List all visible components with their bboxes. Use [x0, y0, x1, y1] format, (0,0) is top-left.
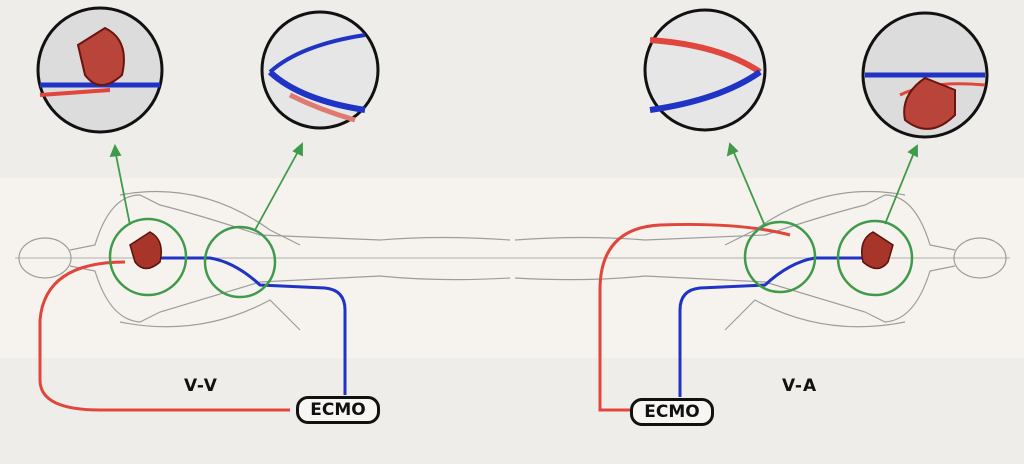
arrow-right-groin [731, 147, 766, 227]
left-ecmo-device: ECMO [296, 396, 380, 424]
inset-right-heart [861, 11, 989, 139]
arrow-left-groin [254, 147, 301, 231]
right-groin-highlight [743, 220, 817, 294]
left-heart-icon [129, 231, 162, 270]
right-drainage-cannula [678, 256, 870, 397]
left-heart-highlight [108, 217, 188, 297]
vv-mode-label: V-V [184, 376, 218, 396]
left-groin-highlight [203, 225, 277, 299]
right-heart-highlight [836, 219, 914, 297]
inset-right-groin [643, 8, 767, 132]
right-heart-icon [861, 231, 894, 270]
right-patient-sketch [514, 190, 1007, 331]
right-return-cannula [598, 222, 791, 412]
left-return-cannula [38, 260, 290, 412]
right-ecmo-device: ECMO [630, 398, 714, 426]
arrow-right-heart [884, 149, 916, 225]
left-drainage-cannula [150, 256, 347, 395]
arrow-left-heart [114, 149, 131, 226]
va-mode-label: V-A [782, 376, 818, 396]
inset-left-groin [260, 10, 380, 130]
inset-left-heart [36, 6, 164, 134]
